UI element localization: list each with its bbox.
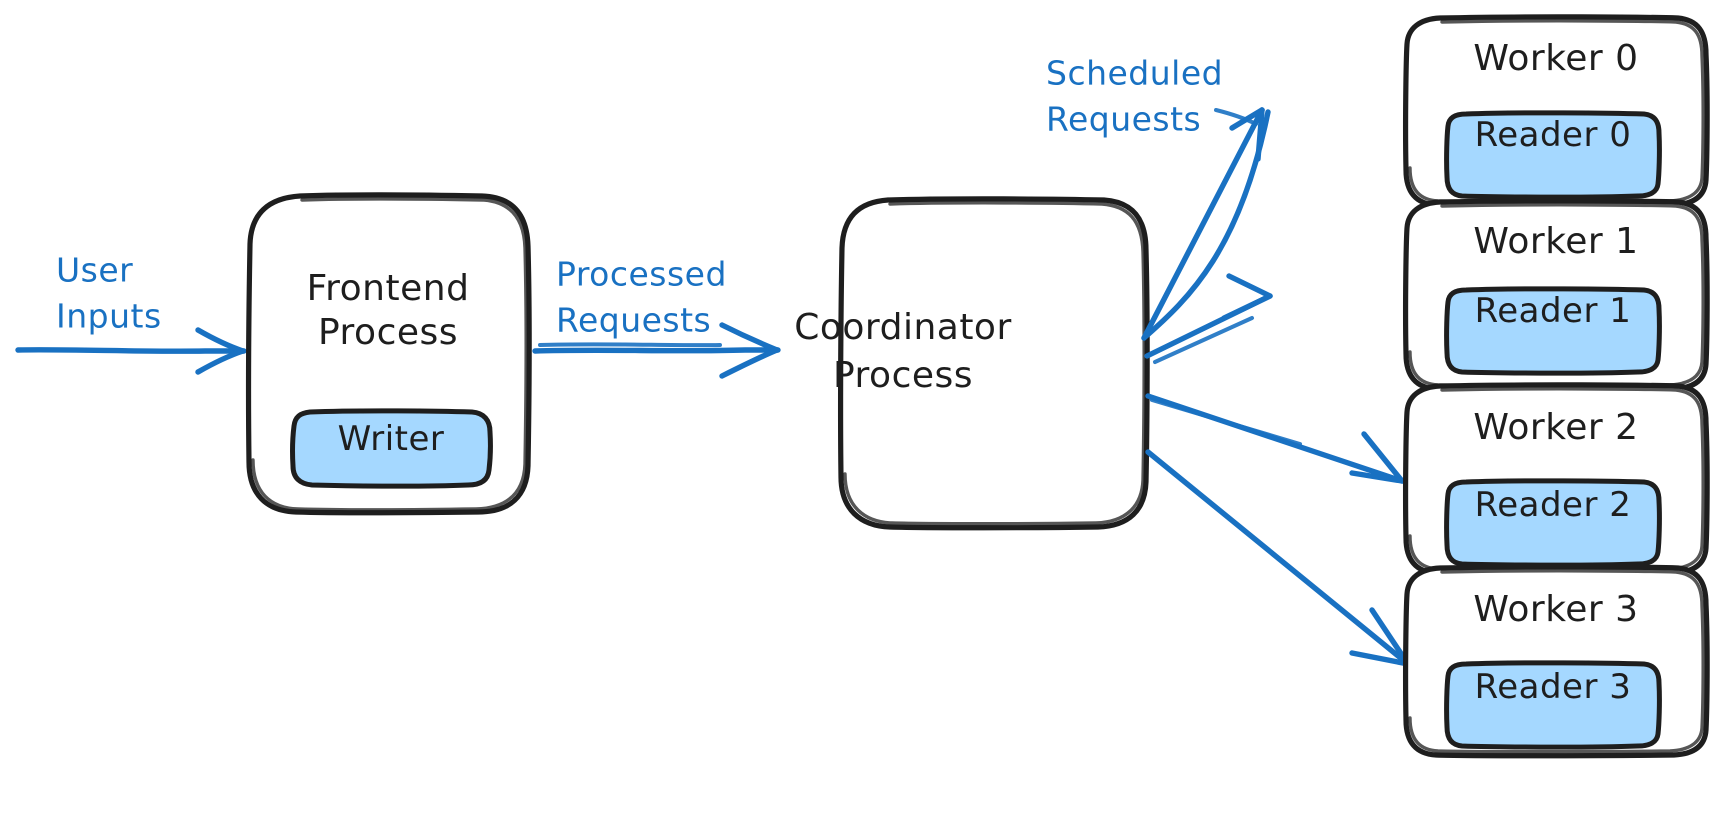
- writer-box: [290, 408, 493, 489]
- arrow-worker-1-head-a: [1226, 273, 1273, 299]
- arrow-worker-0-head-b: [1255, 107, 1265, 162]
- arrow-worker-2-shaft-sketch: [1150, 398, 1302, 446]
- worker-3-label: Worker 3: [1473, 589, 1638, 630]
- arrow-worker-2-head-a: [1361, 431, 1405, 484]
- coordinator-process-label-line2: Process: [833, 355, 973, 396]
- worker-2-label: Worker 2: [1473, 407, 1638, 448]
- user-inputs-label-line1: User: [56, 251, 133, 290]
- edge-coordinator-to-worker-1: [1144, 273, 1273, 364]
- edge-processed-requests: Processed Requests: [532, 255, 781, 379]
- arrow-worker-3-head-a: [1369, 607, 1411, 667]
- coordinator-process-box-sketch: [843, 201, 1146, 526]
- processed-requests-arrow-head-bottom: [719, 347, 780, 379]
- frontend-process-box-sketch: [251, 197, 528, 512]
- node-coordinator-process[interactable]: Coordinator Process: [794, 196, 1150, 531]
- frontend-process-label-line1: Frontend: [307, 268, 470, 309]
- reader-2-box: [1444, 478, 1662, 568]
- worker-0-label: Worker 0: [1473, 38, 1638, 79]
- processed-requests-arrow-shaft: [532, 347, 781, 354]
- writer-label: Writer: [338, 419, 445, 459]
- node-worker-3[interactable]: Worker 3 Reader 3: [1402, 564, 1710, 759]
- edge-user-inputs: User Inputs: [15, 251, 247, 375]
- node-worker-1[interactable]: Worker 1 Reader 1: [1402, 198, 1710, 393]
- reader-0-box: [1444, 110, 1662, 200]
- arrow-worker-3-head-b: [1349, 650, 1411, 667]
- arrow-worker-3-shaft: [1145, 449, 1411, 667]
- scheduled-requests-label-line2: Requests: [1046, 100, 1201, 139]
- arrow-worker-0-head-a: [1229, 107, 1265, 131]
- processed-requests-label-line1: Processed: [556, 255, 727, 294]
- arrow-worker-1-shaft-sketch: [1153, 316, 1254, 364]
- reader-1-box: [1444, 286, 1662, 376]
- edge-scheduled-requests-label: Scheduled Requests: [1046, 54, 1258, 139]
- node-worker-0[interactable]: Worker 0 Reader 0: [1402, 14, 1710, 209]
- worker-1-label: Worker 1: [1473, 221, 1638, 262]
- reader-3-box: [1444, 660, 1662, 750]
- coordinator-process-label-line1: Coordinator: [794, 307, 1012, 348]
- arrow-worker-1-head-b: [1221, 293, 1273, 321]
- node-worker-2[interactable]: Worker 2 Reader 2: [1402, 382, 1710, 577]
- frontend-process-label-line2: Process: [318, 312, 458, 353]
- edge-coordinator-to-worker-2: [1145, 393, 1405, 484]
- scheduled-requests-label-line1: Scheduled: [1046, 54, 1223, 93]
- processed-requests-arrow-shaft-sketch: [538, 342, 722, 348]
- reader-0-label: Reader 0: [1475, 115, 1632, 155]
- processed-requests-arrow-head-top: [719, 322, 780, 353]
- node-writer[interactable]: Writer: [290, 408, 493, 489]
- edge-coordinator-to-worker-0: [1141, 107, 1271, 341]
- node-reader-3[interactable]: Reader 3: [1444, 660, 1662, 750]
- user-inputs-arrow-head-top: [195, 327, 246, 354]
- worker-3-box-sketch: [1408, 569, 1705, 754]
- node-reader-1[interactable]: Reader 1: [1444, 286, 1662, 376]
- edge-coordinator-to-worker-3: [1145, 449, 1411, 667]
- arrow-worker-2-head-b: [1349, 470, 1405, 484]
- user-inputs-arrow-head-bottom: [195, 348, 246, 375]
- node-reader-2[interactable]: Reader 2: [1444, 478, 1662, 568]
- node-frontend-process[interactable]: Frontend Process Writer: [245, 192, 532, 516]
- coordinator-process-box: [837, 196, 1150, 531]
- node-reader-0[interactable]: Reader 0: [1444, 110, 1662, 200]
- arrow-worker-0-shaft-main: [1141, 107, 1265, 341]
- reader-1-label: Reader 1: [1475, 291, 1632, 331]
- reader-2-label: Reader 2: [1475, 485, 1632, 525]
- processed-requests-label-line2: Requests: [556, 301, 711, 340]
- user-inputs-arrow-shaft: [15, 347, 247, 354]
- reader-3-label: Reader 3: [1475, 667, 1632, 707]
- user-inputs-label-line2: Inputs: [56, 297, 162, 336]
